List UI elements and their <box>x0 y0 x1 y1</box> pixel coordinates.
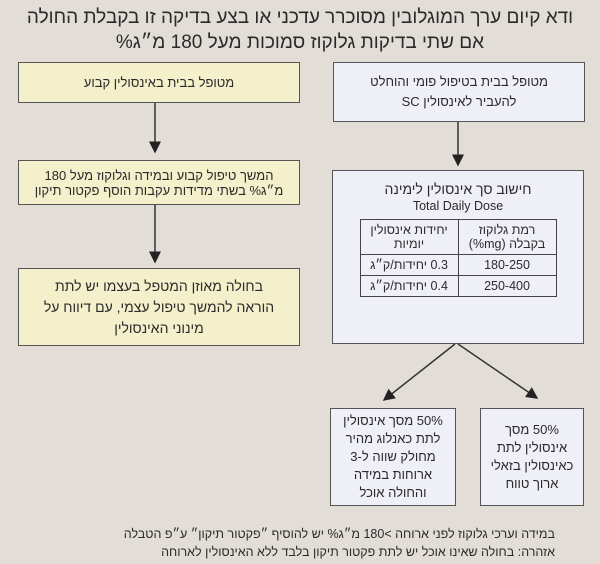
left-box-home-insulin: מטופל בבית באינסולין קבוע <box>18 62 300 103</box>
basal-text: 50% מסך אינסולין לתת כאינסולין בזאלי ארו… <box>490 422 574 491</box>
header-units: יחידות אינסולין יומיות <box>359 219 459 255</box>
calc-title: חישוב סך אינסולין לימינה <box>384 181 532 197</box>
cell: 180-250 <box>457 254 557 276</box>
calc-box: חישוב סך אינסולין לימינה Total Daily Dos… <box>332 170 584 344</box>
title-line1: ודא קיום ערך המוגלובין מסוכרר עדכני או ב… <box>26 7 574 28</box>
left-box2-text: המשך טיפול קבוע ובמידה וגלוקוז מעל 180 מ… <box>34 167 284 198</box>
cell: 0.4 יחידות/ק״ג <box>359 275 459 297</box>
cell: 0.3 יחידות/ק״ג <box>359 254 459 276</box>
footer-line2: אזהרה: בחולה שאינו אוכל יש לתת פקטור תיק… <box>161 545 555 559</box>
header-glucose: רמת גלוקוז בקבלה (mg%) <box>457 219 557 255</box>
right-box1-text: מטופל בבית בטיפול פומי והוחלט להעביר לאי… <box>370 74 548 109</box>
bolus-box: 50% מסך אינסולין לתת כאנלוג מהיר מחולק ש… <box>330 408 456 506</box>
cell: 250-400 <box>457 275 557 297</box>
left-box-self-managed: בחולה מאוזן המטפל בעצמו יש לתת הוראה להמ… <box>18 268 300 346</box>
left-box3-text: בחולה מאוזן המטפל בעצמו יש לתת הוראה להמ… <box>43 277 275 336</box>
basal-box: 50% מסך אינסולין לתת כאינסולין בזאלי ארו… <box>480 408 584 506</box>
arrow-to-basal <box>457 343 539 399</box>
bolus-text: 50% מסך אינסולין לתת כאנלוג מהיר מחולק ש… <box>343 413 443 500</box>
dose-table: רמת גלוקוז בקבלה (mg%)יחידות אינסולין יו… <box>359 219 557 297</box>
calc-subtitle: Total Daily Dose <box>412 199 504 213</box>
left-box-continue: המשך טיפול קבוע ובמידה וגלוקוז מעל 180 מ… <box>18 160 300 205</box>
right-box-oral: מטופל בבית בטיפול פומי והוחלט להעביר לאי… <box>333 62 585 122</box>
arrow-to-bolus <box>382 343 456 401</box>
footer-line1: במידה וערכי גלוקוז לפני ארוחה >180 מ״ג% … <box>123 527 555 541</box>
left-box1-text: מטופל בבית באינסולין קבוע <box>83 75 235 90</box>
title-line2: אם שתי בדיקות גלוקוז סמוכות מעל 180 מ״ג% <box>115 32 485 53</box>
